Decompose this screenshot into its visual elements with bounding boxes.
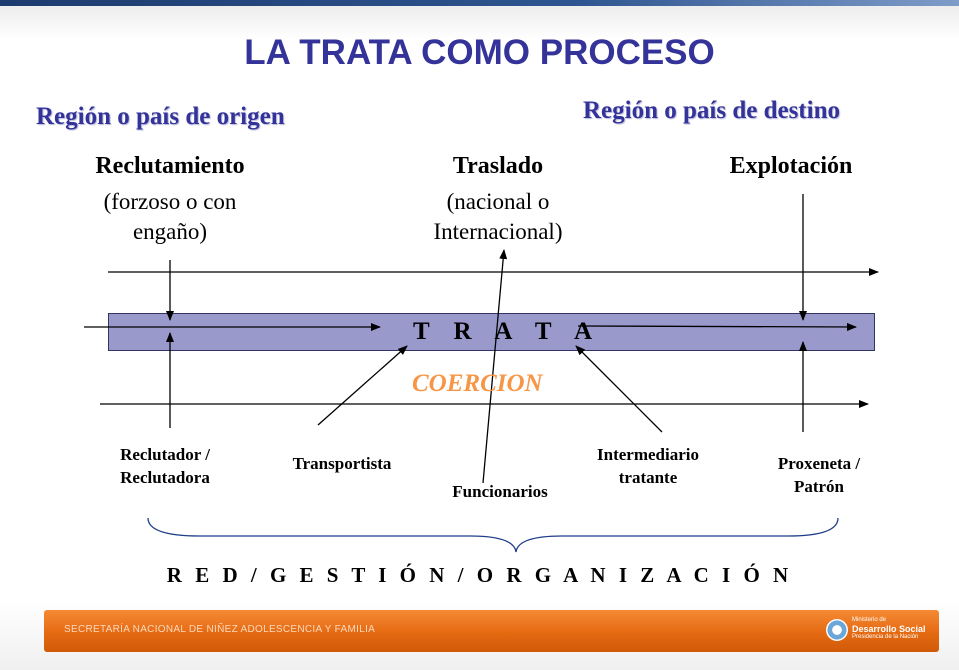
stage-transfer-line1: (nacional o (446, 189, 550, 214)
intermediary-arrow (575, 345, 663, 433)
national-seal-icon (826, 619, 848, 641)
actor-pimp-line2: Patrón (793, 477, 845, 496)
stage-transfer-line2: Internacional) (433, 219, 563, 244)
stage-transfer-heading: Traslado (452, 153, 544, 179)
actor-intermediary-line2: tratante (618, 468, 678, 487)
footer-bar: SECRETARÍA NACIONAL DE NIÑEZ ADOLESCENCI… (44, 610, 939, 652)
trata-process-band (108, 313, 875, 351)
stage-exploitation-heading: Explotación (729, 153, 853, 179)
slide-title: LA TRATA COMO PROCESO (244, 33, 715, 72)
logo-line2: Desarrollo Social (852, 624, 926, 634)
destination-region-label: Región o país de destino (583, 97, 840, 124)
officials-arrow (482, 249, 508, 484)
actor-transporter: Transportista (292, 454, 392, 473)
actor-recruiter-line1: Reclutador / (120, 445, 210, 464)
band-exit-arrow (577, 322, 857, 331)
actor-officials: Funcionarios (452, 482, 548, 501)
stage-recruitment-line2: engaño) (132, 219, 208, 244)
footer-secretariat-text: SECRETARÍA NACIONAL DE NIÑEZ ADOLESCENCI… (64, 624, 376, 635)
network-label: R E D / G E S T I Ó N / O R G A N I Z A … (166, 563, 793, 587)
stage-recruitment-line1: (forzoso o con (103, 189, 237, 214)
origin-region-label: Región o país de origen (36, 103, 285, 130)
actor-recruiter-line2: Reclutadora (120, 468, 210, 487)
actor-intermediary-line1: Intermediario (597, 445, 699, 464)
coercion-label: COERCION (412, 370, 543, 397)
transporter-arrow (317, 345, 408, 426)
top-accent-bar (0, 0, 959, 6)
trata-label: T R A T A (413, 318, 602, 345)
stage-recruitment-heading: Reclutamiento (95, 153, 245, 179)
logo-line3: Presidencia de la Nación (852, 634, 919, 640)
actor-pimp-line1: Proxeneta / (777, 454, 861, 473)
network-brace (147, 517, 839, 553)
ministry-logo-text: Ministerio de Desarrollo Social Presiden… (852, 617, 926, 641)
ministry-logo: Ministerio de Desarrollo Social Presiden… (826, 616, 926, 646)
logo-line1: Ministerio de (852, 617, 887, 623)
